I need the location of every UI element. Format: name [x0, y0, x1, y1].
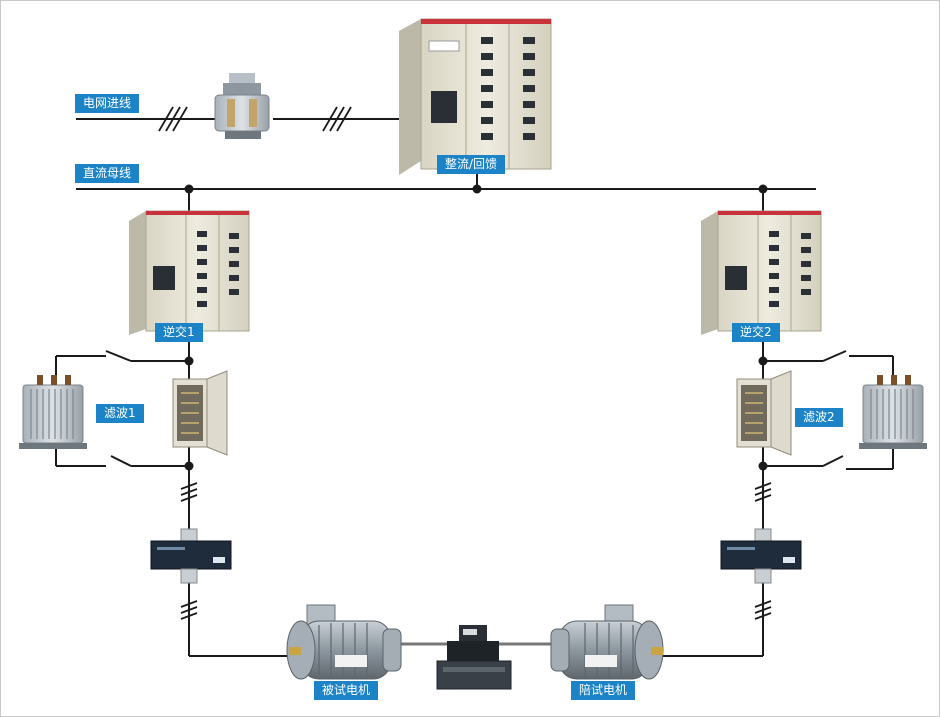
torque-sensor-icon	[436, 625, 512, 690]
filter2-cabinet-icon	[736, 370, 792, 456]
inverter1-cabinet-icon	[129, 210, 250, 335]
rectifier-label: 整流/回馈	[437, 155, 506, 174]
grid-in-label: 电网进线	[75, 94, 140, 113]
inverter2-cabinet-icon	[701, 210, 822, 335]
load-motor-icon	[550, 604, 664, 680]
test-motor-icon	[286, 604, 402, 680]
phase-marks	[158, 106, 772, 620]
right-power-analyzer-icon	[720, 528, 802, 584]
junction-dots	[184, 184, 768, 471]
grid-transformer-icon	[214, 73, 270, 139]
load-motor-label: 陪试电机	[571, 681, 636, 700]
filter1-label: 滤波1	[96, 404, 144, 423]
rectifier-cabinet-icon	[399, 18, 552, 175]
filter1-transformer-icon	[19, 375, 87, 449]
filter1-cabinet-icon	[172, 370, 228, 456]
filter2-transformer-icon	[859, 375, 927, 449]
left-power-analyzer-icon	[150, 528, 232, 584]
inverter1-label: 逆交1	[155, 323, 203, 342]
filter2-label: 滤波2	[795, 408, 843, 427]
dc-bus-label: 直流母线	[75, 164, 140, 183]
test-motor-label: 被试电机	[314, 681, 379, 700]
inverter2-label: 逆交2	[732, 323, 780, 342]
